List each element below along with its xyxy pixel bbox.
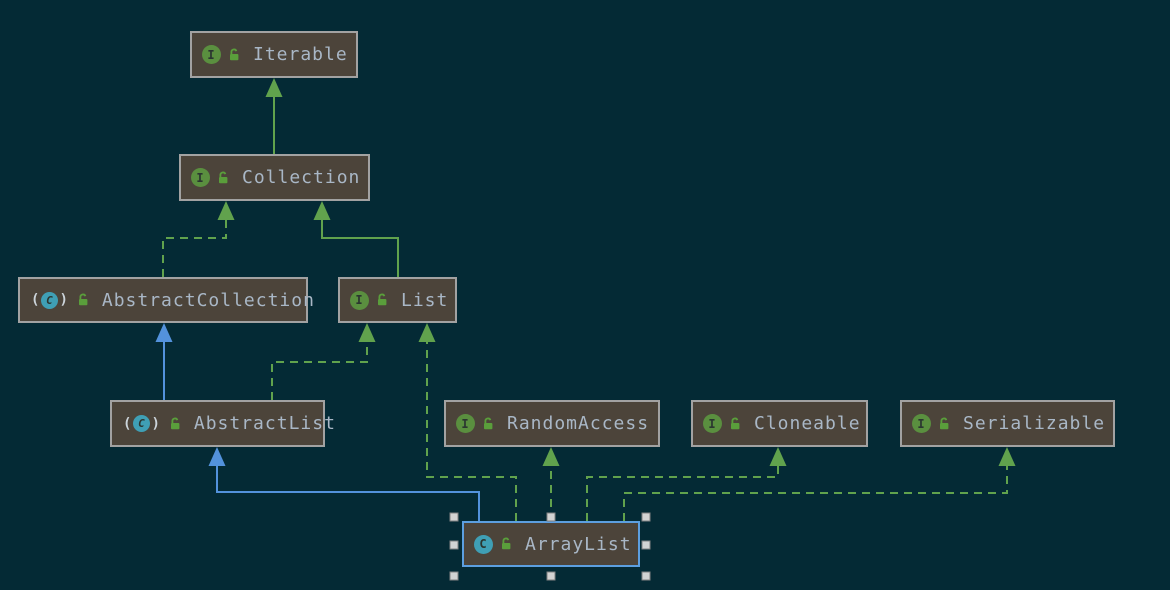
unlock-icon: [170, 417, 180, 429]
node-iterable[interactable]: I Iterable: [190, 31, 358, 78]
arrowhead-serializable: [998, 447, 1016, 466]
arrowhead-iterable: [265, 78, 283, 97]
arrowhead-cloneable: [769, 447, 787, 466]
interface-icon: I: [350, 290, 369, 310]
unlock-icon: [230, 48, 239, 60]
abstract-paren: (: [123, 415, 133, 432]
edge-list-to-collection[interactable]: [321, 220, 399, 277]
abstract-class-icon: (C): [31, 291, 69, 309]
unlock-icon: [731, 417, 740, 429]
interface-icon: I: [456, 414, 475, 433]
selection-handle-s[interactable]: [546, 571, 556, 581]
abstract-paren: ): [59, 292, 69, 308]
interface-icon: I: [202, 45, 221, 64]
node-label: AbstractList: [193, 413, 336, 434]
abstract-paren: (: [31, 292, 41, 308]
edge-arraylist-to-abstractlist[interactable]: [216, 466, 480, 521]
node-abstractlist[interactable]: (C) AbstractList: [110, 400, 335, 447]
arrowhead-list: [358, 323, 376, 342]
node-label: List: [401, 289, 449, 311]
node-collection[interactable]: I Collection: [179, 154, 370, 201]
unlock-icon: [219, 171, 228, 183]
selection-handle-n[interactable]: [546, 512, 556, 522]
node-label: Cloneable: [754, 413, 861, 434]
node-randomaccess[interactable]: I RandomAccess: [444, 400, 660, 447]
node-label: RandomAccess: [507, 413, 650, 434]
selection-handle-e[interactable]: [641, 540, 651, 550]
abstract-paren: ): [151, 415, 161, 432]
node-arraylist[interactable]: C ArrayList: [462, 521, 640, 567]
node-serializable[interactable]: I Serializable: [900, 400, 1115, 447]
edge-arraylist-to-serializable[interactable]: [623, 466, 1008, 521]
unlock-icon: [378, 293, 387, 306]
edge-arraylist-to-cloneable[interactable]: [586, 466, 779, 521]
arrowhead-randomaccess: [542, 447, 560, 466]
node-list[interactable]: I List: [338, 277, 457, 323]
unlock-icon: [484, 417, 493, 429]
unlock-icon: [502, 537, 511, 550]
interface-icon: I: [703, 414, 722, 433]
node-label: ArrayList: [525, 533, 632, 555]
arrowhead-abstractlist: [208, 447, 226, 466]
arrowhead-collection: [313, 201, 331, 220]
node-cloneable[interactable]: I Cloneable: [691, 400, 868, 447]
class-icon: C: [474, 534, 493, 554]
arrowhead-collection: [217, 201, 235, 220]
selection-handle-ne[interactable]: [641, 512, 651, 522]
node-label: Iterable: [253, 44, 348, 65]
abstract-class-icon: (C): [123, 415, 161, 432]
unlock-icon: [78, 293, 88, 306]
interface-icon: I: [191, 168, 210, 187]
edge-abstractcollection-to-collection[interactable]: [162, 220, 227, 277]
selection-handle-se[interactable]: [641, 571, 651, 581]
selection-handle-w[interactable]: [449, 540, 459, 550]
node-label: AbstractCollection: [101, 289, 315, 311]
node-abstractcollection[interactable]: (C) AbstractCollection: [18, 277, 314, 323]
edge-abstractlist-to-list[interactable]: [271, 342, 368, 400]
edge-arraylist-to-list[interactable]: [426, 342, 517, 521]
node-label: Serializable: [963, 413, 1106, 434]
unlock-icon: [940, 417, 949, 429]
arrowhead-list: [418, 323, 436, 342]
node-label: Collection: [242, 167, 361, 188]
interface-icon: I: [912, 414, 931, 433]
selection-handle-nw[interactable]: [449, 512, 459, 522]
selection-handle-sw[interactable]: [449, 571, 459, 581]
arrowhead-abstractcollection: [155, 323, 173, 342]
